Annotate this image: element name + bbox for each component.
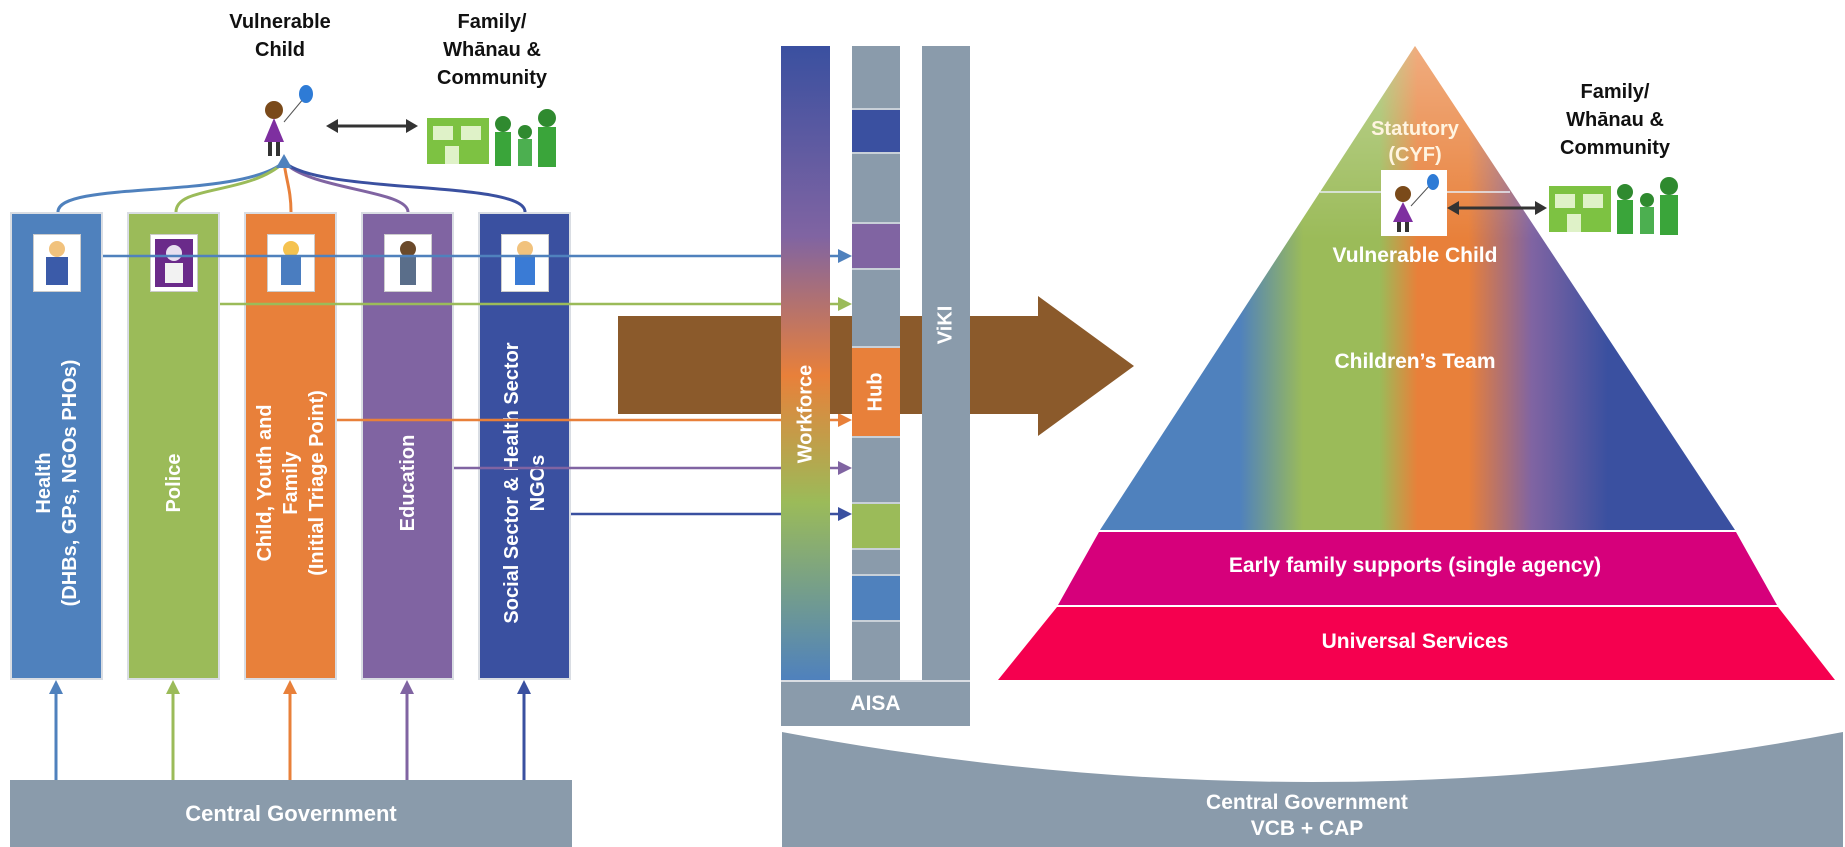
pyramid-child-box <box>1381 170 1447 236</box>
pillar-education[interactable]: Education <box>361 212 454 680</box>
hub-label: Hub <box>864 372 887 412</box>
central-government-label-left: Central Government <box>185 801 397 826</box>
hub-segment <box>852 620 900 622</box>
early-family-supports-label: Early family supports (single agency) <box>1228 554 1602 577</box>
vulnerable-child-icon <box>264 85 313 156</box>
hub-segment <box>852 548 900 550</box>
viki-label: ViKI <box>934 305 957 345</box>
hub-segment <box>852 502 900 504</box>
hub-segment <box>852 224 900 268</box>
viki-column[interactable]: ViKI <box>922 46 970 680</box>
pyramid-double-arrow-icon <box>1447 201 1547 215</box>
workforce-column[interactable]: Workforce <box>781 46 830 680</box>
government-up-arrows <box>49 680 531 780</box>
pillar-cyf[interactable]: Child, Youth and Family (Initial Triage … <box>244 212 337 680</box>
hub-segment <box>852 504 900 548</box>
universal-services-label: Universal Services <box>1321 630 1509 653</box>
vulnerable-child-caption: Vulnerable Child <box>229 11 331 61</box>
community-icon <box>427 109 556 167</box>
central-government-label-right: Central Government <box>1206 791 1408 814</box>
social-worker-icon <box>500 234 549 292</box>
hub-segment <box>852 152 900 154</box>
hub-segment <box>852 108 900 154</box>
hub-segment <box>852 222 900 224</box>
pyramid-vulnerable-child-label: Vulnerable Child <box>1332 244 1498 267</box>
pillar-health[interactable]: Health (DHBs, GPs, NGOs PHOs) <box>10 212 103 680</box>
community-icon-right <box>1549 177 1678 235</box>
hub-segment <box>852 436 900 438</box>
central-government-bar-left: Central Government <box>10 780 572 847</box>
family-caption-right: Family/ Whānau & Community <box>1560 81 1670 159</box>
hub-column[interactable]: Hub <box>852 46 900 680</box>
horizontal-connector-lines <box>103 249 852 521</box>
pyramid <box>998 46 1835 680</box>
pillar-ngos[interactable]: Social Sector & Health Sector NGOs <box>478 212 571 680</box>
aisa-bar[interactable]: AISA <box>781 680 970 726</box>
pillar-police[interactable]: Police <box>127 212 220 680</box>
statutory-label: Statutory (CYF) <box>1371 118 1459 166</box>
health-worker-icon <box>32 234 81 292</box>
childrens-team-label: Children’s Team <box>1334 350 1496 373</box>
central-government-band <box>782 732 1843 847</box>
vulnerable-child-pyramid-icon <box>1393 174 1439 232</box>
hub-segment <box>852 576 900 620</box>
central-government-sublabel: VCB + CAP <box>1250 817 1364 840</box>
hub-segment <box>852 574 900 576</box>
aisa-label: AISA <box>850 692 901 715</box>
central-government-label-right-wrap: Central Government VCB + CAP <box>1107 790 1507 842</box>
hub-segment <box>852 268 900 270</box>
double-arrow-icon <box>326 119 418 133</box>
police-icon <box>149 234 198 292</box>
workforce-label: Workforce <box>794 364 816 463</box>
teacher-icon <box>383 234 432 292</box>
pillar-connector-lines <box>56 154 527 213</box>
hub-segment: Hub <box>852 348 900 436</box>
cyf-worker-icon <box>266 234 315 292</box>
hub-segment <box>852 346 900 348</box>
family-caption-left: Family/ Whānau & Community <box>437 11 547 89</box>
